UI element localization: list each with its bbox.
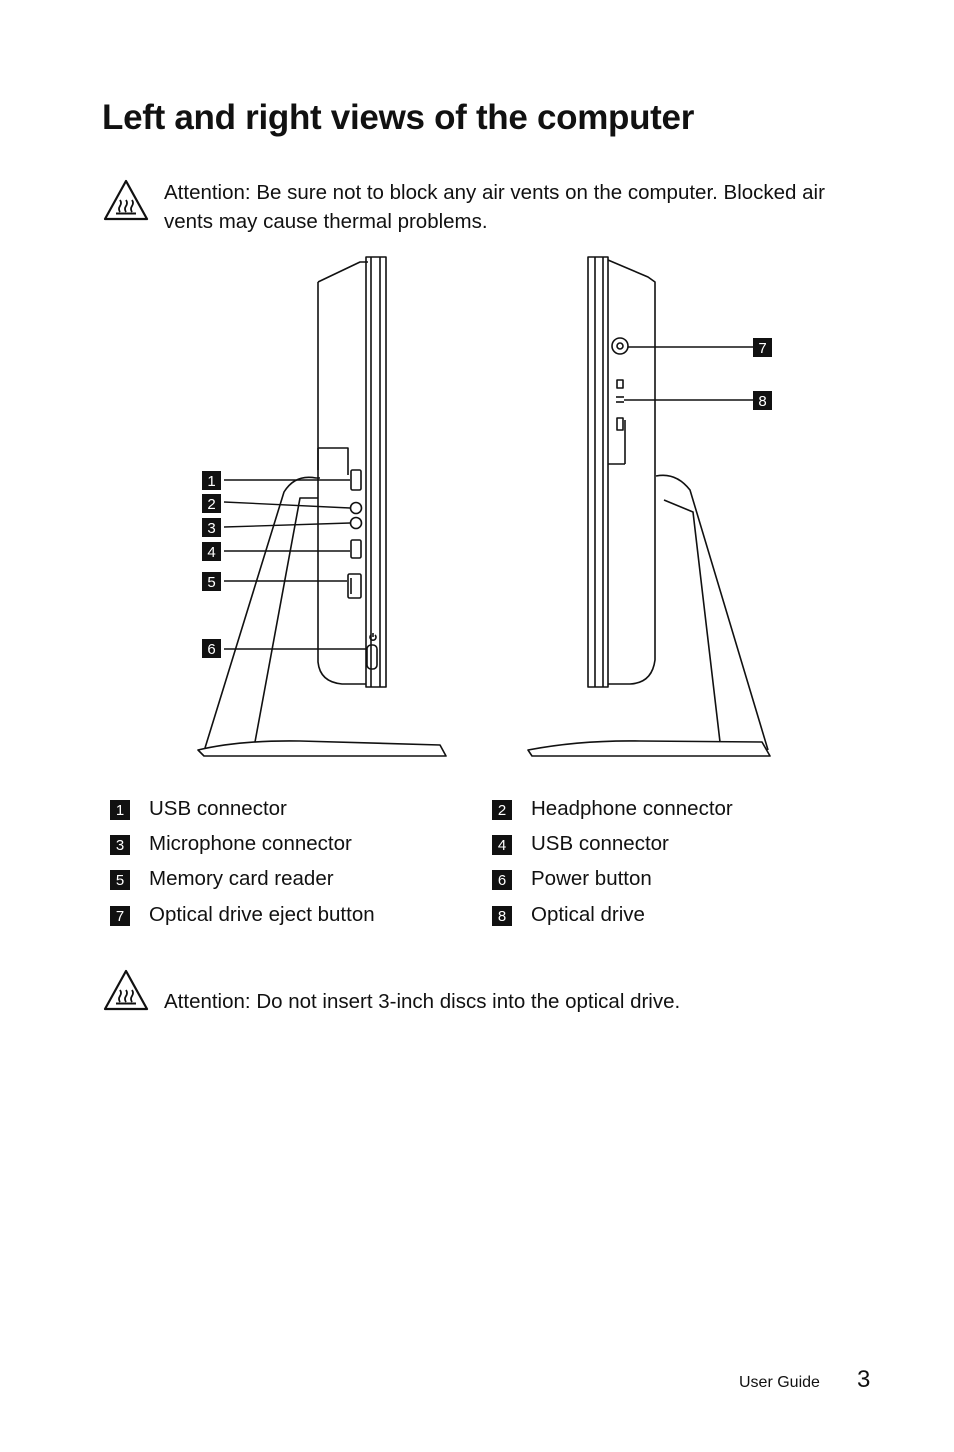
- legend-number: 2: [492, 800, 512, 820]
- legend-number: 4: [492, 835, 512, 855]
- footer-document-title: User Guide: [739, 1374, 820, 1391]
- legend-label: Optical drive: [531, 903, 645, 926]
- legend-number: 1: [110, 800, 130, 820]
- callout-4: 4: [202, 542, 221, 561]
- legend-label: USB connector: [531, 832, 669, 855]
- callout-7-label: 7: [758, 340, 766, 357]
- legend-number: 3: [110, 835, 130, 855]
- callout-2-label: 2: [207, 496, 215, 513]
- page-number: 3: [857, 1366, 871, 1393]
- callout-5: 5: [202, 572, 221, 591]
- hot-surface-warning-icon: [103, 969, 149, 1011]
- attention-label: Attention:: [164, 181, 251, 204]
- legend-number: 7: [110, 906, 130, 926]
- legend-label: Microphone connector: [149, 832, 352, 855]
- right-side-view: [527, 256, 771, 757]
- legend-label: USB connector: [149, 797, 287, 820]
- callout-6-label: 6: [207, 641, 215, 658]
- callout-4-label: 4: [207, 544, 215, 561]
- legend-number: 5: [110, 870, 130, 890]
- attention-text: Do not insert 3-inch discs into the opti…: [250, 990, 681, 1013]
- legend-number: 8: [492, 906, 512, 926]
- callout-2: 2: [202, 494, 221, 513]
- legend-label: Power button: [531, 867, 652, 890]
- callout-1-label: 1: [207, 473, 215, 490]
- callout-8-label: 8: [758, 393, 766, 410]
- callout-7: 7: [753, 338, 772, 357]
- callout-1: 1: [202, 471, 221, 490]
- hot-surface-warning-icon: [103, 179, 149, 221]
- legend-number: 6: [492, 870, 512, 890]
- page-title: Left and right views of the computer: [102, 98, 695, 137]
- callout-3: 3: [202, 518, 221, 537]
- callout-3-label: 3: [207, 520, 215, 537]
- computer-side-views-diagram: 1 2 3 4 5 6 7 8: [197, 256, 772, 757]
- callout-8: 8: [753, 391, 772, 410]
- legend-label: Optical drive eject button: [149, 903, 375, 926]
- attention-label: Attention:: [164, 990, 251, 1013]
- legend-label: Headphone connector: [531, 797, 733, 820]
- legend-label: Memory card reader: [149, 867, 334, 890]
- attention-text: Be sure not to block any air vents on th…: [164, 181, 825, 233]
- callout-6: 6: [202, 639, 221, 658]
- callout-5-label: 5: [207, 574, 215, 591]
